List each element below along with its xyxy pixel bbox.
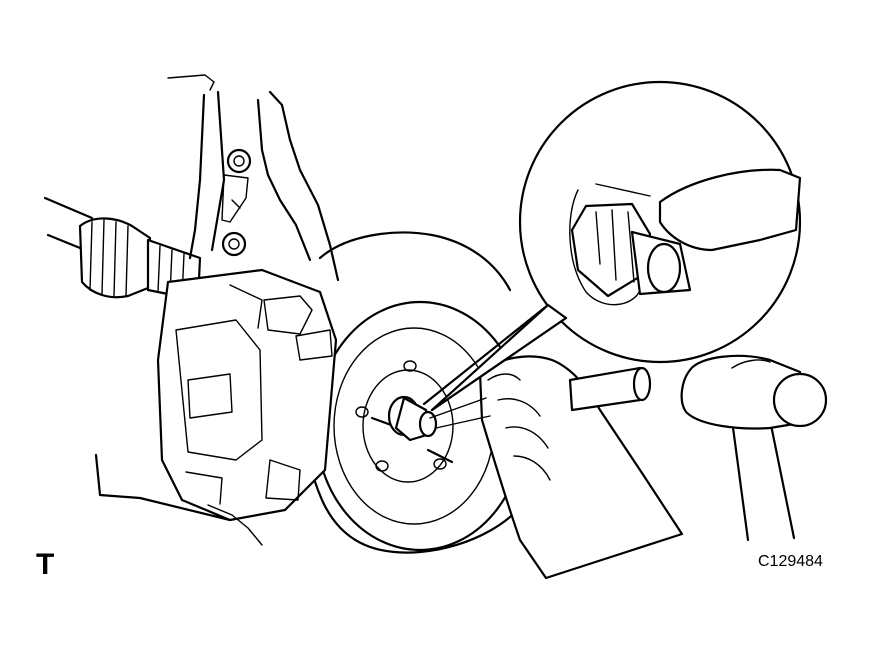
hub-nut: [387, 395, 438, 442]
brake-caliper: [94, 268, 338, 546]
steering-knuckle: [167, 74, 340, 282]
drive-shaft: [43, 196, 202, 302]
detail-magnifier: [422, 80, 802, 412]
punch-tool: [568, 366, 652, 412]
hammer: [680, 354, 828, 542]
view-mark: T: [36, 548, 55, 581]
figure-id: C129484: [758, 553, 823, 570]
